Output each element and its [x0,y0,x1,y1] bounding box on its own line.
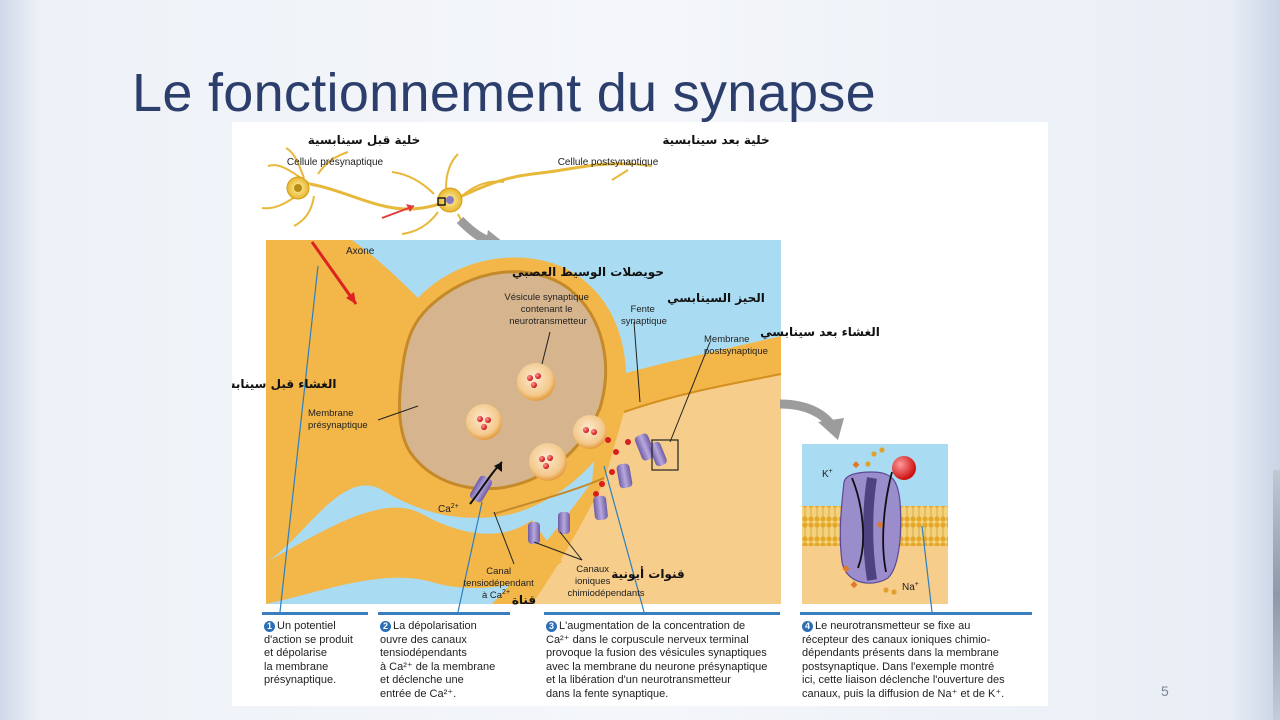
label-pointers [377,321,711,565]
slide-title: Le fonctionnement du synapse [132,63,876,123]
arabic-cleft: الحيز السينابسي [667,291,765,305]
label-ca: Ca2+ [438,503,459,515]
leader-lines [279,265,933,613]
label-canal: Canal tensiodépendant à Ca2+ [464,566,537,601]
receptor-zoom-inset: K+ Na+ [802,444,948,604]
synapse-diagram: خلية قبل سينابسية Cellule présynaptique … [232,133,948,613]
caption-4-bar [800,612,1032,615]
page-number: 5 [1161,683,1169,699]
arabic-ion-channels: قنوات أيونية [611,566,684,582]
arabic-postsyn-membrane: الغشاء بعد سينابسي [760,325,880,339]
label-canaux: Canaux ioniques chimiodépendants [567,564,644,599]
label-k-ion: K+ [822,468,833,480]
synaptic-vesicles [466,363,607,481]
arabic-canal: قناة [512,593,536,607]
label-axone: Axone [346,246,375,257]
caption-2-number: 2 [380,621,391,632]
arabic-presyn-cell: خلية قبل سينابسية [308,133,421,147]
label-presyn-cell: Cellule présynaptique [287,157,384,168]
synapse-figure: خلية قبل سينابسية Cellule présynaptique … [232,122,1048,706]
label-presyn-membrane: Membrane présynaptique [308,408,368,431]
label-postsyn-membrane: Membrane postsynaptique [704,334,768,357]
label-postsyn-cell: Cellule postsynaptique [558,157,659,168]
caption-4-number: 4 [802,621,813,632]
caption-1-number: 1 [264,621,275,632]
postsynaptic-receptors [528,433,667,544]
arabic-presyn-membrane: الغشاء قبل سينابسي [232,377,337,391]
caption-3-bar [544,612,780,615]
adjacent-window-edge [1273,470,1280,720]
arabic-vesicles: حويصلات الوسيط العصبي [512,265,664,280]
neurotransmitter-dots [593,437,631,497]
label-na-ion: Na+ [902,581,919,593]
label-vesicle: Vésicule synaptique contenant le neurotr… [504,292,591,327]
caption-2-bar [378,612,510,615]
caption-1-bar [262,612,368,615]
label-cleft: Fente synaptique [621,304,667,327]
synapse-panel [266,240,844,604]
caption-3-number: 3 [546,621,557,632]
arabic-postsyn-cell: خلية بعد سينابسية [662,133,769,147]
